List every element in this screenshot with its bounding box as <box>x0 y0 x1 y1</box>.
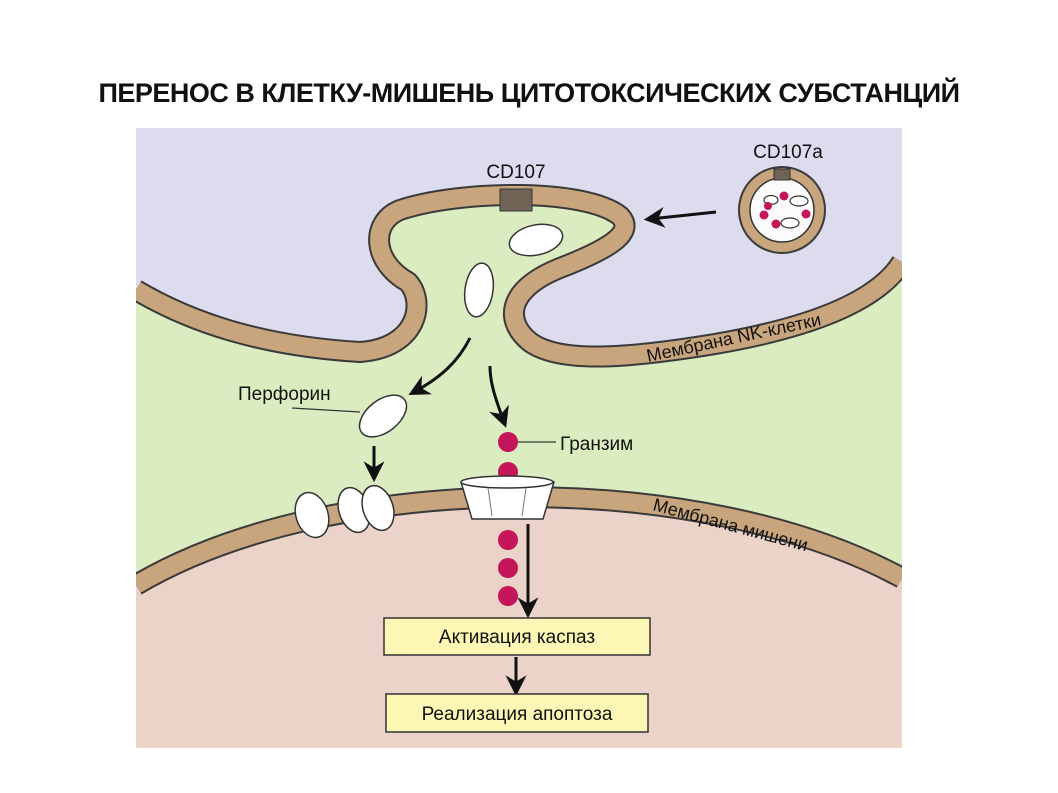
perforin-pore <box>294 484 395 539</box>
arrow-to-perforin <box>408 337 472 395</box>
perforin-vesicle <box>508 223 564 257</box>
apoptosis-text: Реализация апоптоза <box>422 704 613 725</box>
diagram-title: ПЕРЕНОС В КЛЕТКУ-МИШЕНЬ ЦИТОТОКСИЧЕСКИХ … <box>98 78 960 108</box>
membrane-channel <box>459 475 556 520</box>
granzyme-molecule <box>498 432 518 452</box>
granzyme-molecule <box>498 558 518 578</box>
apoptosis-box <box>385 693 649 733</box>
cd107a-label: CD107a <box>753 142 823 163</box>
perforin-molecule <box>358 394 408 438</box>
granzyme-molecule <box>498 586 518 606</box>
caspase-activation-text: Активация каспаз <box>439 627 595 648</box>
perforin-leader <box>291 407 361 413</box>
cd107a-granule <box>738 166 826 254</box>
caspase-activation-box <box>383 617 651 656</box>
cd107-label: CD107 <box>486 162 545 183</box>
nk-cell-region <box>136 128 902 357</box>
arrow-granule-fusion <box>643 207 717 228</box>
cd107-marker <box>499 188 533 212</box>
granzyme-molecule <box>498 530 518 550</box>
granzyme-label: Гранзим <box>560 434 633 455</box>
perforin-label: Перфорин <box>238 384 331 405</box>
arrow-to-granzyme <box>488 365 509 428</box>
perforin-vesicle <box>463 262 495 318</box>
